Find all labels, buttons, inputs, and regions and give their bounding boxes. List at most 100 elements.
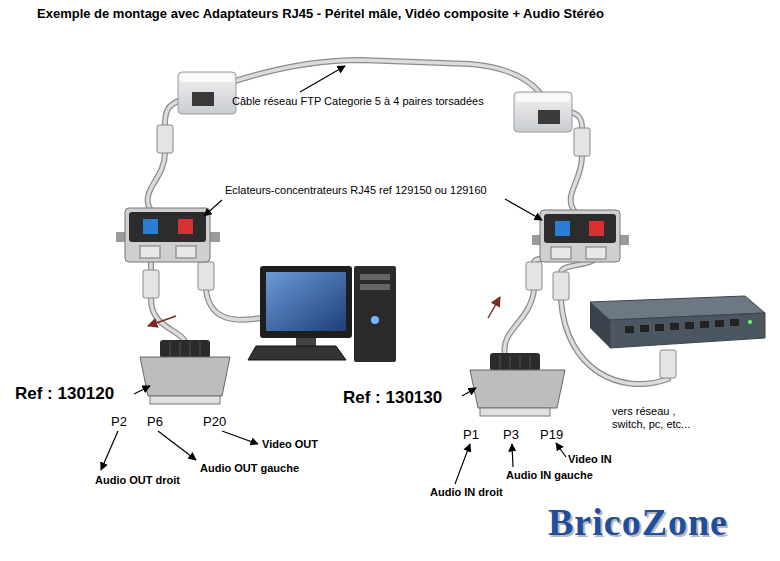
leader-arrow [300, 66, 345, 92]
signal-name: Audio IN gauche [506, 469, 593, 482]
computer [266, 272, 346, 331]
scart-plug [490, 353, 540, 371]
network-cable [151, 298, 185, 342]
wall-socket [178, 72, 236, 114]
network-switch [640, 325, 649, 332]
network-cable [148, 153, 165, 209]
computer [260, 266, 352, 338]
wall-socket [538, 110, 560, 124]
signal-direction-arrow [148, 316, 176, 326]
rj45-plug [198, 262, 214, 290]
wall-socket [514, 92, 572, 132]
network-switch [748, 320, 752, 324]
scart-plug [200, 342, 201, 356]
signal-name: Audio OUT gauche [200, 462, 299, 475]
scart-plug [470, 370, 565, 408]
signal-name: Video OUT [262, 438, 318, 451]
network-switch [715, 320, 724, 327]
pin-name: P20 [203, 414, 226, 430]
rj45-splitter [125, 208, 210, 262]
network-cable [504, 290, 534, 355]
scart-plug [510, 355, 511, 369]
rj45-plug [143, 125, 676, 378]
pin-name: P6 [147, 414, 163, 430]
leader-arrow [512, 444, 513, 467]
rj45-splitter [143, 219, 158, 234]
rj45-splitter [140, 246, 160, 258]
network-cable [571, 156, 582, 212]
computer [354, 266, 396, 362]
signal-name: Audio OUT droit [95, 474, 180, 487]
pin-name: P1 [463, 427, 479, 443]
scart-plug [140, 340, 230, 404]
leader-arrow [505, 199, 542, 220]
pin-name: P19 [540, 427, 563, 443]
leader-arrow [556, 443, 566, 457]
scart-plug [180, 342, 181, 356]
part-reference: Ref : 130130 [343, 388, 442, 408]
rj45-splitter [589, 221, 604, 236]
leader-arrow [134, 386, 150, 394]
signal-direction-arrow [488, 297, 500, 318]
rj45-splitter [544, 214, 616, 243]
rj45-splitter [129, 212, 206, 242]
leader-arrow [204, 200, 222, 216]
computer [360, 284, 390, 290]
signal-direction-arrow [148, 297, 500, 326]
wall-socket [514, 92, 572, 132]
leader-arrow [101, 431, 118, 470]
rj45-splitter [532, 210, 629, 262]
rj45-plug [574, 128, 590, 156]
leader-arrow [462, 388, 476, 396]
network-cable [149, 262, 153, 270]
network-switch [700, 321, 709, 328]
wall-socket [178, 72, 236, 114]
network-cable [148, 60, 668, 384]
network-cable [148, 153, 165, 209]
rj45-splitter [540, 210, 620, 262]
scart-plug [190, 342, 191, 356]
network-cable [206, 290, 262, 320]
rj45-plug [157, 125, 173, 153]
network-cable [571, 156, 582, 212]
network-cable [504, 290, 534, 355]
scart-plug [500, 355, 501, 369]
signal-name: Audio IN droit [430, 486, 503, 499]
signal-name: Video IN [568, 453, 612, 466]
network-switch [685, 322, 694, 329]
network-cable [148, 60, 668, 384]
rj45-plug [553, 272, 569, 300]
rj45-plug [526, 262, 542, 290]
network-switch [670, 323, 679, 330]
cable-label: Câble réseau FTP Categorie 5 à 4 paires … [232, 95, 484, 108]
pin-name: P2 [111, 414, 127, 430]
scart-plug [520, 355, 521, 369]
network-cable [148, 60, 668, 384]
rj45-plug [660, 350, 676, 378]
rj45-splitter [551, 247, 571, 259]
diagram-title: Exemple de montage avec Adaptateurs RJ45… [37, 6, 604, 22]
rj45-splitter [176, 246, 196, 258]
network-switch [655, 324, 664, 331]
wall-socket [180, 74, 234, 82]
network-note: vers réseau , switch, pc, etc... [612, 405, 707, 431]
network-cable [151, 298, 185, 342]
network-cable [232, 60, 541, 94]
network-cable [148, 262, 154, 270]
scart-plug [480, 408, 550, 416]
leader-arrow [222, 431, 258, 444]
rj45-splitter [555, 221, 570, 236]
rj45-splitter [586, 247, 606, 259]
network-switch [625, 326, 634, 333]
computer [371, 316, 379, 324]
network-switch [610, 313, 765, 348]
scart-plug [140, 357, 230, 396]
rj45-plug [143, 270, 159, 298]
scart-plug [170, 342, 171, 356]
network-cable [206, 290, 262, 320]
pin-name: P3 [503, 427, 519, 443]
wall-socket [192, 92, 214, 106]
scart-plug [160, 340, 210, 358]
network-switch [730, 319, 739, 326]
